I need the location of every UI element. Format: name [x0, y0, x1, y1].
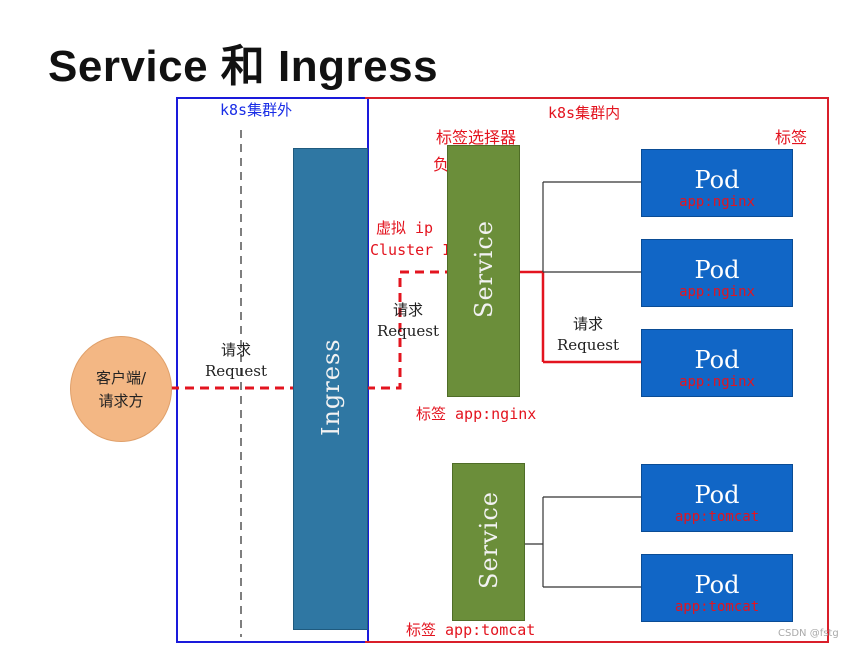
request-label-1-cn: 请求	[220, 341, 251, 359]
request-label-3-cn: 请求	[572, 315, 603, 333]
pod-nginx-2: Pod app:nginx	[641, 239, 793, 307]
pod-nginx-3: Pod app:nginx	[641, 329, 793, 397]
pod-tag: app:nginx	[679, 194, 755, 210]
ingress-node: Ingress	[293, 148, 368, 630]
service-nginx-node: Service	[447, 145, 520, 397]
request-label-3-en: Request	[556, 336, 620, 354]
request-label-1: 请求 Request	[196, 340, 276, 382]
pod-title: Pod	[694, 481, 740, 509]
outside-region-label: k8s集群外	[220, 101, 293, 119]
pod-title: Pod	[694, 256, 740, 284]
watermark: CSDN @fstg	[778, 628, 839, 639]
cluster-ip-label: Cluster IP	[370, 241, 461, 259]
pod-tag: app:nginx	[679, 284, 755, 300]
selector-label: 标签选择器	[436, 128, 517, 147]
request-label-2-en: Request	[376, 322, 440, 340]
pod-tag: app:nginx	[679, 374, 755, 390]
request-label-2-cn: 请求	[392, 301, 423, 319]
service-tomcat-text: Service	[474, 491, 503, 589]
pod-nginx-1: Pod app:nginx	[641, 149, 793, 217]
service-nginx-label: 标签 app:nginx	[416, 405, 537, 423]
service-tomcat-node: Service	[452, 463, 525, 621]
pod-tag: app:tomcat	[674, 509, 760, 525]
request-label-2: 请求 Request	[368, 300, 448, 342]
virtual-ip-label: 虚拟 ip	[376, 219, 434, 237]
page-title: Service 和 Ingress	[48, 42, 439, 91]
pod-title: Pod	[694, 346, 740, 374]
cluster-inside-region	[365, 97, 829, 643]
request-label-1-en: Request	[204, 362, 268, 380]
pod-tomcat-2: Pod app:tomcat	[641, 554, 793, 622]
service-nginx-text: Service	[469, 220, 498, 318]
ingress-label: Ingress	[316, 338, 345, 436]
pod-title: Pod	[694, 166, 740, 194]
client-label-line2: 请求方	[98, 392, 144, 410]
pod-tag: app:tomcat	[674, 599, 760, 615]
inside-region-label: k8s集群内	[548, 104, 621, 122]
request-label-3: 请求 Request	[548, 314, 628, 356]
label-header: 标签	[775, 128, 808, 147]
cluster-outside-region	[176, 97, 369, 643]
service-tomcat-label: 标签 app:tomcat	[406, 621, 536, 639]
client-node: 客户端/ 请求方	[70, 336, 172, 442]
pod-tomcat-1: Pod app:tomcat	[641, 464, 793, 532]
pod-title: Pod	[694, 571, 740, 599]
client-label-line1: 客户端/	[95, 369, 147, 387]
